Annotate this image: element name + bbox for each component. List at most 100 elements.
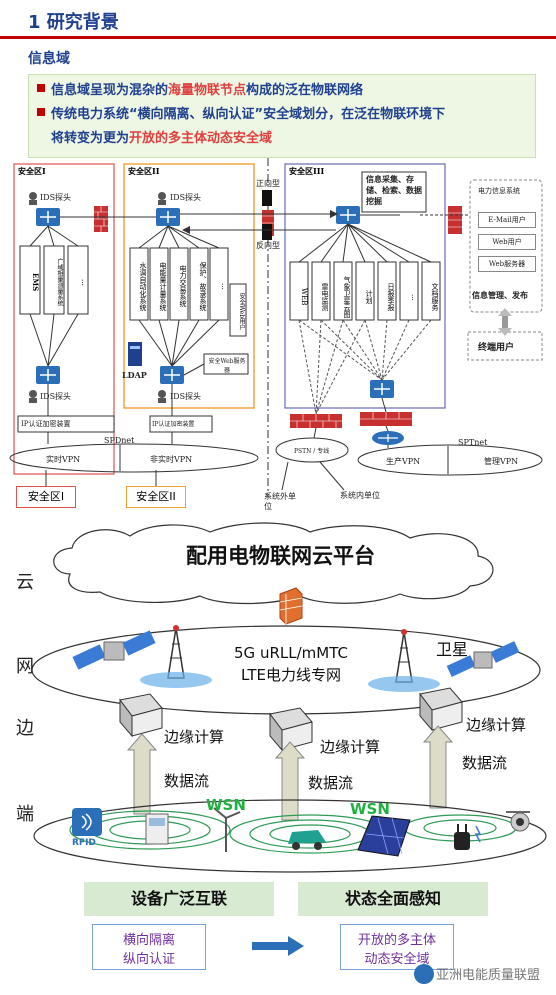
new-domain-line1: 开放的多主体 [357,933,436,948]
old-domain-line1: 横向隔离 [122,933,175,948]
camera-icon [506,811,530,832]
reverse-isolation-device [262,224,272,240]
title-divider [0,36,556,39]
vpn-realtime-label: 实时VPN [46,455,81,464]
ids-label-3: IDS探头 [40,392,72,401]
cloud-shape [53,522,494,605]
edge-compute-label-2: 边缘计算 [320,738,381,756]
zone2-system-label: 保护、故录系统 [199,261,207,311]
spdnet-label: SPDnet [104,436,135,445]
section-subtitle: 信息域 [28,51,70,67]
edge-compute-label-3: 边缘计算 [466,716,527,734]
sptnet-ellipse [357,444,543,476]
edge-server-icon [419,687,463,732]
bullet-3-highlight: 开放的多主体动态安全域 [129,131,273,146]
solar-panel-icon [357,815,411,857]
bullet-marker-icon [37,108,45,116]
zone1-bottom-label: 安全区I [16,486,76,508]
ip-auth-box-1 [17,415,115,433]
ip-auth-box-2 [149,415,213,433]
old-domain-box: 横向隔离 纵向认证 [92,924,206,970]
layer-network-label: 网 [16,656,34,677]
zone2-web-user-box [229,283,247,337]
zone3-system-label: 气象卫星云图 [343,276,351,318]
ids-probe-icon [158,390,166,403]
bullet-marker-icon [37,84,45,92]
info-system-title: 电力信息系统 [478,187,520,195]
switch-icon [336,206,360,224]
spdnet-ellipse [9,443,259,473]
summary-right-title: 状态全面感知 [298,882,488,916]
forward-isolation-label: 正向型 [256,179,280,188]
wsn-label-2: WSN [350,800,390,818]
new-domain-box: 开放的多主体 动态安全域 [340,924,454,970]
sptnet-label: SPTnet [458,438,488,447]
network-line2: LTE电力线专网 [241,666,341,684]
firewall-icon [94,206,108,232]
inside-unit-label: 系统内单位 [340,491,380,500]
vpn-mgmt-label: 管理VPN [484,457,519,466]
bullet-2: 传统电力系统“横向隔离、纵向认证”安全域划分，在泛在物联环境下 [37,105,445,125]
zone2-system-label: 水调自动化系统 [139,261,147,311]
zone-bottom-links [45,470,157,486]
switch-icon [370,380,394,398]
router-icon [372,431,404,445]
zone3-system-label: WEB [300,288,308,306]
zone3-info-label: 信息采集、存储、检索、数据挖掘 [366,174,422,206]
zone2-webserver-label: 安全Web服务器 [208,358,246,374]
pstn-ellipse [275,437,349,463]
firewall-icon [360,412,412,426]
zone2-system-label: 电能量计量系统 [159,261,167,311]
zone3-system-label: 雷电监测 [321,283,329,311]
zone2-system-label: ... [220,282,228,290]
zone2-system-label: 电力交易系统 [179,265,187,307]
ids-label-2: IDS探头 [170,193,202,202]
firewall-icon [279,587,303,625]
zone3-border [284,163,446,409]
ldap-label: LDAP [122,370,147,380]
ids-label-1: IDS探头 [40,193,72,202]
dataflow-arrow-icon [422,725,454,809]
cloud-platform-label: 配用电物联网云平台 [186,544,375,568]
zone3-system-label: 日报季报 [387,283,395,311]
zone3-label: 安全区III [289,166,325,176]
zone1-pmu-label: 广域相量测量系统 [56,258,63,306]
firewall-icon [448,206,462,234]
info-web-server: Web服务器 [478,256,536,272]
wsn-label-1: WSN [206,796,246,814]
layer-edge-label: 边 [16,718,34,739]
terminal-user-label: 终端用户 [478,343,515,353]
zone3-system-label: ... [410,293,418,301]
old-domain-line2: 纵向认证 [122,952,175,967]
watermark-text: 亚洲电能质量联盟 [436,968,541,983]
zone1-more-label: ... [80,278,88,286]
zone1-label: 安全区I [18,166,46,176]
zone3-system-label: 文档服务 [431,283,439,311]
bullet-1-post: 构成的泛在物联网络 [246,83,364,98]
bullet-1: 信息域呈现为混杂的海量物联节点构成的泛在物联网络 [37,81,363,101]
dataflow-arrow-icon [126,733,158,815]
satellite-label: 卫星 [436,640,469,659]
cell-tower-icon [140,625,212,688]
forward-isolation-device [262,190,272,206]
ids-probe-icon [158,192,166,205]
zone2-border [123,163,255,409]
info-system-footer: 信息管理、发布 [472,290,528,300]
switch-icon [160,366,184,384]
rfid-label: RFID [72,838,96,848]
bullet-2-continued: 将转变为更为开放的多主体动态安全域 [51,129,272,149]
zone1-ems-label: EMS [31,272,40,292]
pstn-label: PSTN / 专线 [294,448,330,455]
bullet-1-pre: 信息域呈现为混杂的 [51,83,169,98]
info-email-user: E-Mail用户 [478,212,536,228]
ldap-server-icon [128,342,142,366]
wind-turbine-icon [213,807,241,852]
charger-plug-icon [454,824,482,850]
layer-end-label: 端 [16,804,34,825]
satellite-icon [72,630,156,670]
info-web-user: Web用户 [478,234,536,250]
edge-server-icon [119,693,163,738]
transform-arrow-icon [252,936,304,956]
ids-probe-icon [29,192,37,205]
zone2-bottom-label: 安全区II [126,486,186,508]
